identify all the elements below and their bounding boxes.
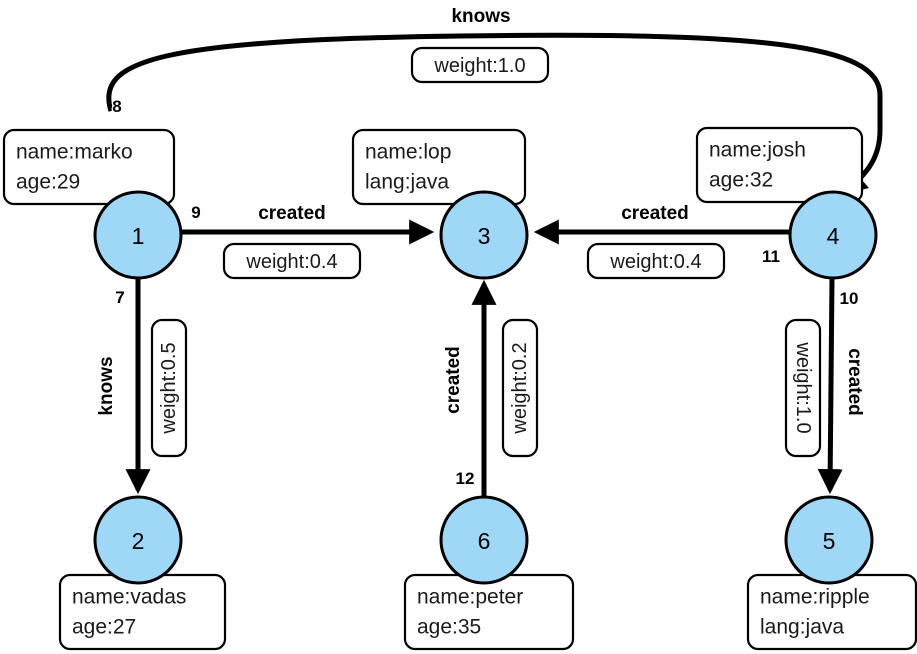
property-line-age-4: age:32 bbox=[709, 169, 773, 192]
vertex-4[interactable]: 4 bbox=[788, 190, 878, 280]
property-line-lang-5: lang:java bbox=[760, 616, 844, 639]
edge-10-path bbox=[817, 277, 843, 495]
vertex-3[interactable]: 3 bbox=[439, 190, 529, 280]
vertex-5[interactable]: 5 bbox=[784, 495, 874, 585]
edge-label-knows-8: knows bbox=[451, 6, 510, 27]
vertex-circle-3[interactable] bbox=[439, 190, 529, 280]
vertex-circle-6[interactable] bbox=[439, 495, 529, 585]
property-line-name-5: name:ripple bbox=[760, 586, 870, 609]
weight-box-rect-7 bbox=[150, 318, 188, 458]
property-line-name-3: name:lop bbox=[365, 141, 451, 164]
property-box-rect-3 bbox=[351, 128, 527, 206]
weight-box-edge-12: weight:0.2 bbox=[501, 318, 539, 458]
weight-box-edge-8: weight:1.0 bbox=[410, 46, 550, 84]
property-box-vertex-4: name:josh age:32 bbox=[695, 126, 864, 204]
vertex-2[interactable]: 2 bbox=[93, 495, 183, 585]
vertex-6[interactable]: 6 bbox=[439, 495, 529, 585]
weight-box-rect-12 bbox=[501, 318, 539, 458]
edge-id-7: 7 bbox=[115, 288, 124, 307]
weight-label-9: weight:0.4 bbox=[245, 251, 337, 273]
weight-label-12: weight:0.2 bbox=[509, 342, 531, 434]
property-box-vertex-1: name:marko age:29 bbox=[2, 128, 176, 206]
weight-box-rect-11 bbox=[586, 242, 726, 280]
property-line-age-2: age:27 bbox=[72, 616, 136, 639]
edge-10-created[interactable] bbox=[817, 277, 843, 495]
property-line-name-2: name:vadas bbox=[72, 586, 186, 609]
property-box-vertex-6: name:peter age:35 bbox=[403, 573, 575, 651]
edge-id-10: 10 bbox=[840, 289, 859, 308]
property-box-rect-4 bbox=[695, 126, 864, 204]
weight-label-8: weight:1.0 bbox=[433, 55, 525, 77]
vertex-id-5: 5 bbox=[823, 528, 836, 554]
vertex-id-3: 3 bbox=[478, 223, 491, 249]
edge-label-created-11: created bbox=[621, 203, 689, 224]
weight-label-11: weight:0.4 bbox=[609, 251, 701, 273]
weight-box-edge-11: weight:0.4 bbox=[586, 242, 726, 280]
property-box-vertex-5: name:ripple lang:java bbox=[746, 573, 917, 651]
edge-id-9: 9 bbox=[191, 203, 200, 222]
vertex-1[interactable]: 1 bbox=[93, 190, 183, 280]
property-line-name-4: name:josh bbox=[709, 139, 806, 162]
edge-label-knows-7: knows bbox=[96, 356, 117, 415]
property-box-rect-1 bbox=[2, 128, 176, 206]
property-line-name-1: name:marko bbox=[16, 141, 133, 164]
vertex-circle-2[interactable] bbox=[93, 495, 183, 585]
edge-8-path bbox=[106, 32, 883, 195]
edge-id-8: 8 bbox=[112, 97, 121, 116]
property-line-age-1: age:29 bbox=[16, 171, 80, 194]
property-line-age-6: age:35 bbox=[417, 616, 481, 639]
weight-box-edge-7: weight:0.5 bbox=[150, 318, 188, 458]
vertex-circle-4[interactable] bbox=[788, 190, 878, 280]
weight-box-rect-9 bbox=[222, 242, 362, 280]
vertex-id-1: 1 bbox=[132, 223, 145, 249]
property-line-lang-3: lang:java bbox=[365, 171, 449, 194]
property-line-name-6: name:peter bbox=[417, 586, 523, 609]
edge-id-11: 11 bbox=[762, 247, 780, 266]
weight-label-7: weight:0.5 bbox=[158, 342, 180, 434]
weight-box-edge-10: weight:1.0 bbox=[784, 318, 822, 458]
weight-label-10: weight:1.0 bbox=[792, 341, 814, 433]
vertex-id-2: 2 bbox=[132, 528, 145, 554]
property-box-vertex-3: name:lop lang:java bbox=[351, 128, 527, 206]
vertex-circle-1[interactable] bbox=[93, 190, 183, 280]
edge-label-created-12: created bbox=[443, 346, 464, 414]
weight-box-rect-8 bbox=[410, 46, 550, 84]
vertex-circle-5[interactable] bbox=[784, 495, 874, 585]
edge-label-created-10: created bbox=[844, 348, 865, 416]
property-box-vertex-2: name:vadas age:27 bbox=[58, 573, 227, 651]
vertex-id-4: 4 bbox=[827, 223, 840, 249]
vertex-id-6: 6 bbox=[478, 528, 491, 554]
edge-8-knows[interactable] bbox=[106, 32, 883, 195]
weight-box-edge-9: weight:0.4 bbox=[222, 242, 362, 280]
edge-id-12: 12 bbox=[456, 469, 475, 488]
edge-label-created-9: created bbox=[258, 203, 326, 224]
weight-box-rect-10 bbox=[784, 318, 822, 458]
